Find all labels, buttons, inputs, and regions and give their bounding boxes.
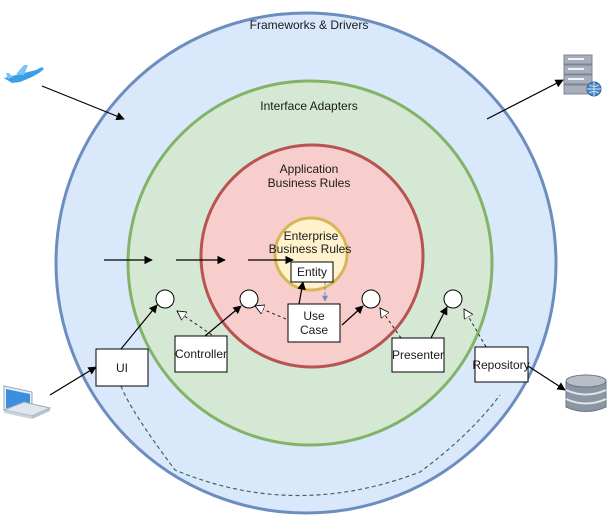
usecase-to-interface-arrow bbox=[341, 305, 364, 326]
ui-to-interface-arrow bbox=[120, 304, 158, 350]
presenter-to-interface-arrow bbox=[430, 306, 448, 339]
controller-to-interface-arrow bbox=[204, 305, 242, 337]
use-case-label-line1: Use bbox=[303, 309, 325, 323]
entity-box: Entity bbox=[290, 261, 334, 283]
controller-label: Controller bbox=[175, 347, 227, 361]
usecase-to-entity-arrow bbox=[297, 281, 306, 305]
server-icon bbox=[563, 54, 602, 97]
repository-realizes-interface bbox=[464, 309, 490, 353]
controller-realizes-interface bbox=[177, 311, 213, 336]
laptop-to-ui-arrow bbox=[49, 366, 97, 396]
entity-label: Entity bbox=[297, 265, 327, 279]
interface-adapters-label: Interface Adapters bbox=[260, 99, 357, 113]
frameworks-to-server-arrow bbox=[486, 79, 564, 120]
presenter-box: Presenter bbox=[391, 337, 445, 373]
application-label-line1: Application bbox=[280, 162, 339, 176]
enterprise-label-line2: Business Rules bbox=[269, 242, 352, 256]
presenter-realizes-interface bbox=[380, 308, 402, 339]
airplane-to-frameworks-arrow bbox=[41, 85, 125, 121]
application-label-line2: Business Rules bbox=[268, 176, 351, 190]
interface-circle bbox=[443, 289, 463, 309]
enterprise-label-line1: Enterprise bbox=[284, 229, 339, 243]
interface-circle bbox=[361, 289, 381, 309]
use-case-box: Use Case bbox=[287, 303, 341, 343]
repository-to-database-arrow bbox=[527, 365, 566, 391]
frameworks-drivers-label: Frameworks & Drivers bbox=[250, 18, 369, 32]
presenter-label: Presenter bbox=[392, 348, 444, 362]
ui-to-repository-dashed-curve bbox=[120, 385, 501, 497]
use-case-label-line2: Case bbox=[300, 323, 328, 337]
ui-label: UI bbox=[116, 361, 128, 375]
interface-circle bbox=[155, 289, 175, 309]
repository-label: Repository bbox=[472, 358, 529, 372]
controller-box: Controller bbox=[174, 335, 228, 373]
ui-box: UI bbox=[95, 348, 149, 387]
interface-circle bbox=[239, 289, 259, 309]
airplane-icon bbox=[4, 65, 44, 83]
database-icon bbox=[565, 374, 607, 412]
repository-box: Repository bbox=[472, 346, 530, 383]
laptop-icon bbox=[2, 385, 52, 419]
